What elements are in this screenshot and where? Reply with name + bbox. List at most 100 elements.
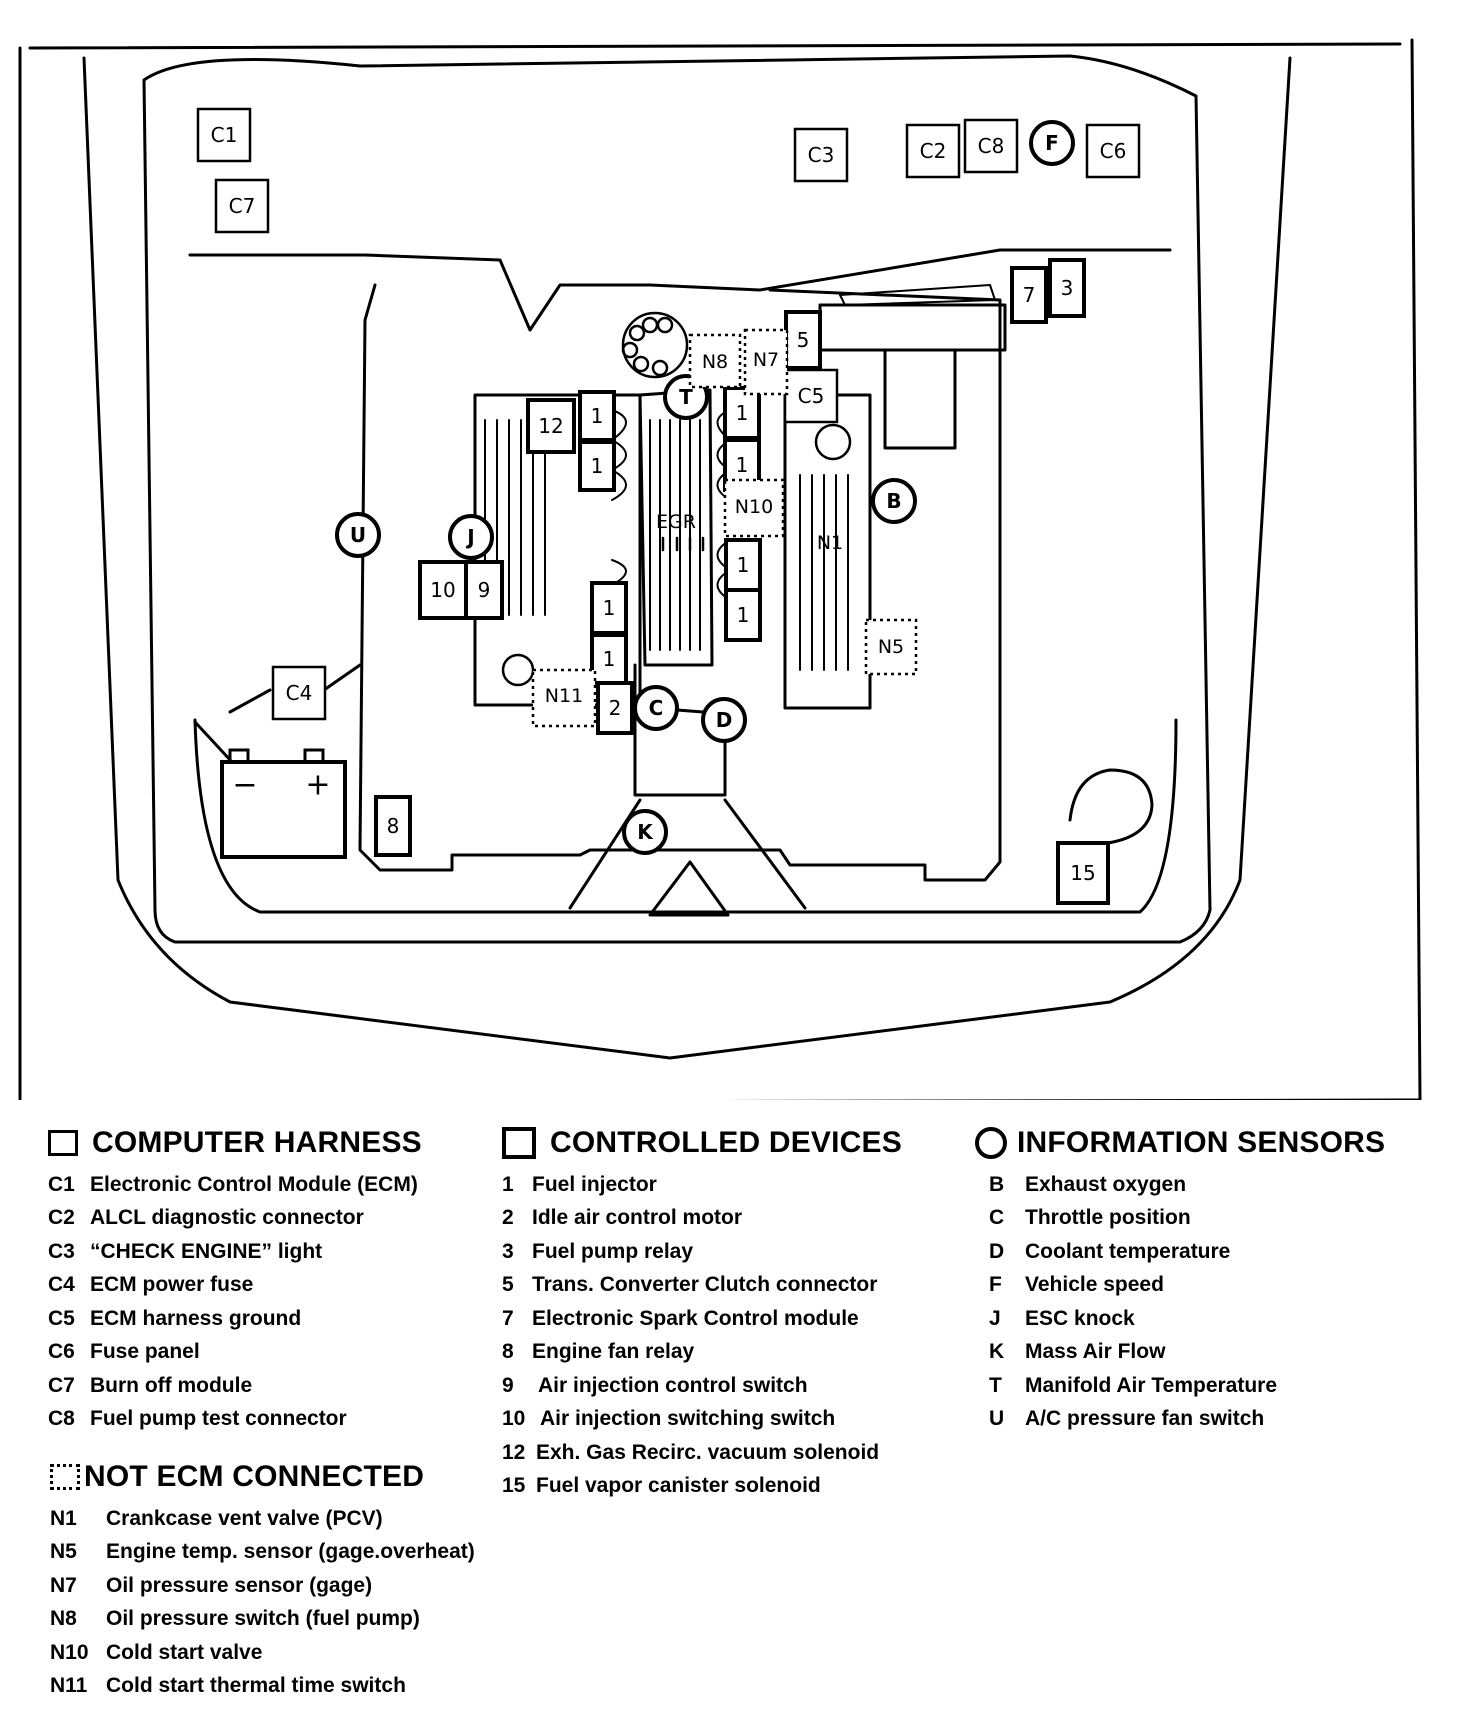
engine-bay-outline	[142, 54, 1212, 944]
legend-item: N5 Engine temp. sensor (gage.overheat)	[50, 1536, 520, 1570]
legend-item-code: 3	[502, 1239, 514, 1263]
device-8-label: 8	[387, 814, 400, 838]
c1-box	[196, 107, 252, 163]
n8-label: N8	[702, 351, 728, 373]
legend-item-code: F	[989, 1273, 1002, 1297]
legend-item-text: Coolant temperature	[1025, 1239, 1231, 1263]
legend-item-code: N8	[50, 1607, 77, 1631]
legend-item: T Manifold Air Temperature	[989, 1369, 1405, 1403]
sensor-f-label: F	[1045, 131, 1059, 155]
legend-item-code: D	[989, 1239, 1005, 1263]
sensor-j-label: J	[465, 525, 474, 549]
c5-label: C5	[798, 384, 825, 408]
bay-floor	[193, 718, 1178, 914]
device-1-b-label: 1	[591, 454, 604, 478]
legend-item-code: 2	[502, 1206, 514, 1230]
device-2-label: 2	[609, 696, 622, 720]
legend-item-code: C3	[48, 1239, 75, 1263]
legend-computer-harness-title: COMPUTER HARNESS	[92, 1126, 422, 1159]
legend-item-text: Vehicle speed	[1025, 1273, 1164, 1297]
device-7-box	[1010, 266, 1048, 324]
engine-compartment-diagram: − + C1 C7 C3 C2 C8 C6 C5 C4 7 3	[18, 38, 1422, 1100]
legend-item-code: C1	[48, 1172, 75, 1196]
legend-item-code: C7	[48, 1373, 75, 1397]
legend-item-code: C6	[48, 1340, 75, 1364]
n11-box	[531, 668, 597, 728]
c1-label: C1	[211, 123, 238, 147]
bold-square-symbol-icon	[502, 1127, 536, 1159]
device-3-box	[1048, 258, 1086, 318]
legend-item-text: Crankcase vent valve (PCV)	[106, 1506, 383, 1530]
legend-item-text: Engine fan relay	[532, 1340, 695, 1364]
n7-box	[743, 328, 789, 396]
distributor-cap	[621, 311, 689, 379]
device-5-label: 5	[797, 328, 810, 352]
sensor-f-circle	[1029, 120, 1075, 166]
c6-label: C6	[1100, 139, 1127, 163]
frame-top-line	[28, 42, 1402, 50]
n7-label: N7	[753, 349, 779, 371]
sensor-t-label: T	[679, 385, 693, 409]
legend-item-text: Throttle position	[1025, 1206, 1191, 1230]
legend-item-text: Mass Air Flow	[1025, 1340, 1166, 1364]
sensor-c-label: C	[649, 696, 664, 720]
device-1-c-label: 1	[736, 401, 749, 425]
device-12-label: 12	[538, 414, 563, 438]
legend-item-code: C4	[48, 1273, 75, 1297]
firewall-shelf	[188, 248, 1172, 332]
c8-box	[963, 118, 1019, 174]
legend-item-text: Exh. Gas Recirc. vacuum solenoid	[536, 1440, 880, 1464]
legend-item-code: N10	[50, 1640, 89, 1664]
n10-label: N10	[735, 496, 773, 518]
device-3-label: 3	[1061, 276, 1074, 300]
sensor-b-circle	[871, 478, 917, 524]
egr-label: EGR	[656, 511, 696, 533]
legend-item-text: ECM power fuse	[90, 1273, 254, 1297]
device-15-box	[1056, 841, 1110, 905]
sensor-u-circle	[335, 512, 381, 558]
legend-item-code: N7	[50, 1573, 77, 1597]
c7-box	[214, 178, 270, 234]
legend-item-text: ECM harness ground	[90, 1306, 302, 1330]
legend-item-code: T	[989, 1373, 1002, 1397]
n5-label: N5	[878, 636, 904, 658]
c3-box	[793, 127, 849, 183]
battery-plus-label: +	[305, 768, 330, 803]
device-1-f-box	[724, 588, 762, 642]
legend-item-code: N11	[50, 1674, 88, 1698]
sensor-c-circle	[633, 685, 679, 731]
legend-item: D Coolant temperature	[989, 1235, 1405, 1269]
legend-item-text: Cold start thermal time switch	[106, 1674, 406, 1698]
c7-label: C7	[229, 194, 256, 218]
legend-item: N7 Oil pressure sensor (gage)	[50, 1569, 520, 1603]
legend-item-text: Engine temp. sensor (gage.overheat)	[106, 1540, 475, 1564]
legend-item-text: Manifold Air Temperature	[1025, 1373, 1278, 1397]
c4-box	[271, 665, 327, 721]
legend-item-text: Oil pressure sensor (gage)	[106, 1573, 373, 1597]
legend-information-sensors-header: INFORMATION SENSORS	[975, 1126, 1405, 1160]
legend-item-code: C	[989, 1206, 1005, 1230]
n5-box	[864, 618, 918, 676]
device-1-c-box	[723, 386, 761, 440]
legend-item-text: Air injection control switch	[538, 1373, 808, 1397]
legend-item-text: Air injection switching switch	[540, 1407, 836, 1431]
legend-item-code: N5	[50, 1540, 77, 1564]
device-1-e-label: 1	[737, 553, 750, 577]
legend-not-ecm-title: NOT ECM CONNECTED	[84, 1460, 425, 1493]
legend-item-code: 5	[502, 1273, 514, 1297]
circle-symbol-icon	[975, 1127, 1007, 1159]
device-9-box	[464, 560, 504, 620]
